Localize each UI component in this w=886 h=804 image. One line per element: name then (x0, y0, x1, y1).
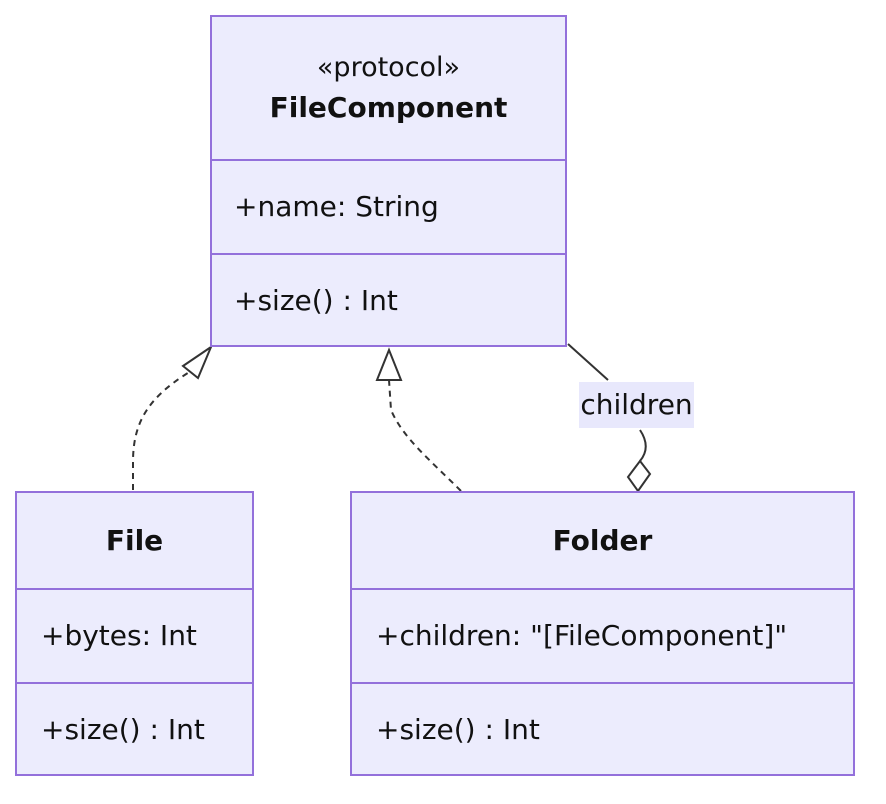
class-header: File (17, 493, 252, 588)
method: +size() : Int (41, 713, 205, 746)
class-header: «protocol» FileComponent (212, 17, 565, 159)
aggregation-diamond (626, 459, 652, 493)
attributes-section: +name: String (212, 159, 565, 254)
class-name: FileComponent (269, 91, 508, 124)
method: +size() : Int (234, 284, 398, 317)
class-folder: Folder +children: "[FileComponent]" +siz… (350, 491, 855, 776)
attribute: +bytes: Int (41, 619, 197, 652)
aggregation-label: children (579, 382, 694, 428)
file-realization-arrowhead (181, 344, 214, 380)
class-name: Folder (552, 523, 653, 557)
methods-section: +size() : Int (352, 682, 853, 776)
stereotype-label: «protocol» (316, 52, 461, 83)
methods-section: +size() : Int (17, 682, 252, 776)
attribute: +name: String (234, 190, 439, 223)
children-aggregation-edge (567, 343, 647, 462)
method: +size() : Int (376, 713, 540, 746)
class-file-component: «protocol» FileComponent +name: String +… (210, 15, 567, 347)
attributes-section: +children: "[FileComponent]" (352, 588, 853, 683)
class-file: File +bytes: Int +size() : Int (15, 491, 254, 776)
file-realization-edge (132, 367, 197, 490)
class-header: Folder (352, 493, 853, 588)
folder-realization-arrowhead (375, 347, 403, 381)
attributes-section: +bytes: Int (17, 588, 252, 683)
attribute: +children: "[FileComponent]" (376, 619, 788, 652)
class-name: File (105, 523, 164, 557)
methods-section: +size() : Int (212, 253, 565, 347)
folder-realization-edge (388, 379, 462, 492)
